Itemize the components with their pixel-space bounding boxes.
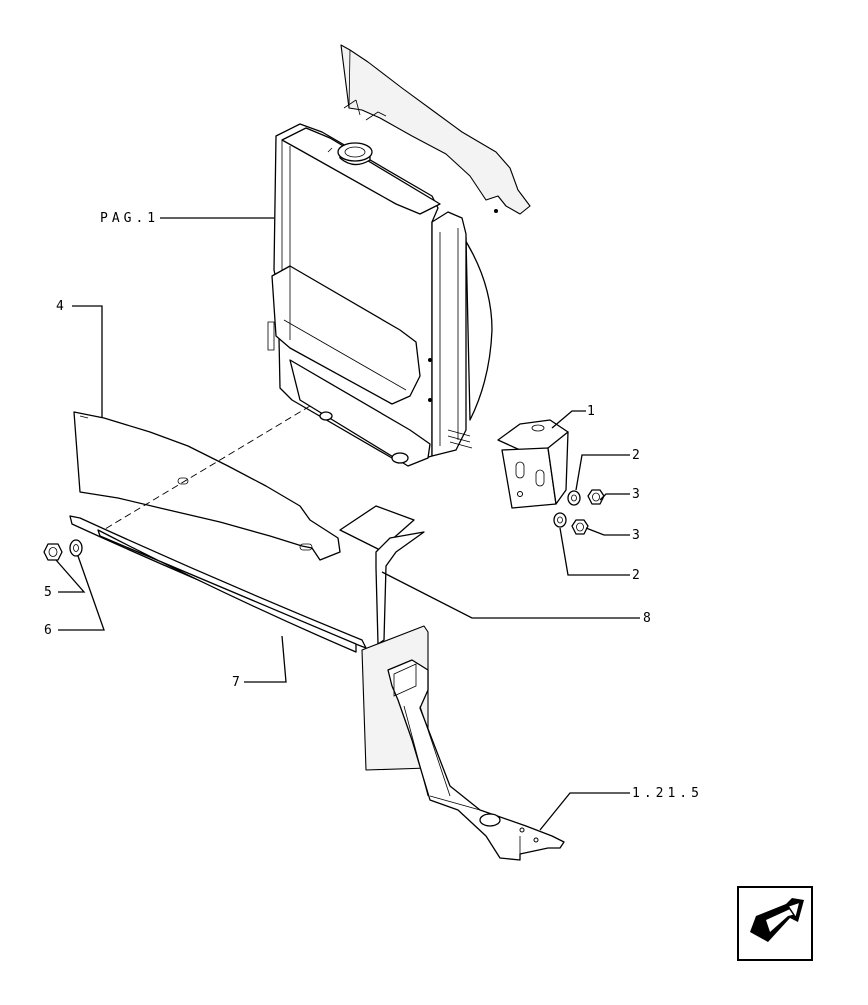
callout-2-upper: 2 — [632, 448, 644, 463]
seal-strip-part-7 — [69, 515, 367, 653]
fan-shroud — [340, 44, 531, 215]
screen-panel-part-4 — [73, 405, 341, 561]
next-page-arrow-icon — [750, 898, 804, 942]
callout-1: 1 — [587, 404, 599, 419]
leader-lines — [55, 217, 640, 831]
washer-part-2-upper — [567, 490, 581, 506]
seal-piece-part-8 — [339, 505, 425, 645]
washer-part-2-lower — [553, 512, 567, 528]
nut-part-3-lower — [571, 519, 589, 535]
next-page-button[interactable] — [737, 886, 813, 961]
support-bracket-ref-1-21-5 — [361, 625, 565, 861]
callout-1-21-5: 1.21.5 — [632, 786, 703, 801]
nut-part-3-upper — [587, 489, 605, 505]
callout-labels: PAG.1 1 2 3 3 2 4 5 6 7 8 1.21.5 — [44, 211, 703, 801]
callout-2-lower: 2 — [632, 568, 644, 583]
bracket-part-1 — [497, 419, 569, 509]
callout-3-upper: 3 — [632, 487, 644, 502]
callout-6: 6 — [44, 623, 56, 638]
callout-8: 8 — [643, 611, 655, 626]
callout-7: 7 — [232, 675, 244, 690]
washer-part-6 — [69, 539, 83, 557]
callout-3-lower: 3 — [632, 528, 644, 543]
callout-5: 5 — [44, 585, 56, 600]
callout-4: 4 — [56, 299, 68, 314]
nut-part-5 — [43, 543, 63, 561]
callout-pag-1: PAG.1 — [100, 211, 159, 226]
radiator-assembly — [267, 123, 493, 467]
